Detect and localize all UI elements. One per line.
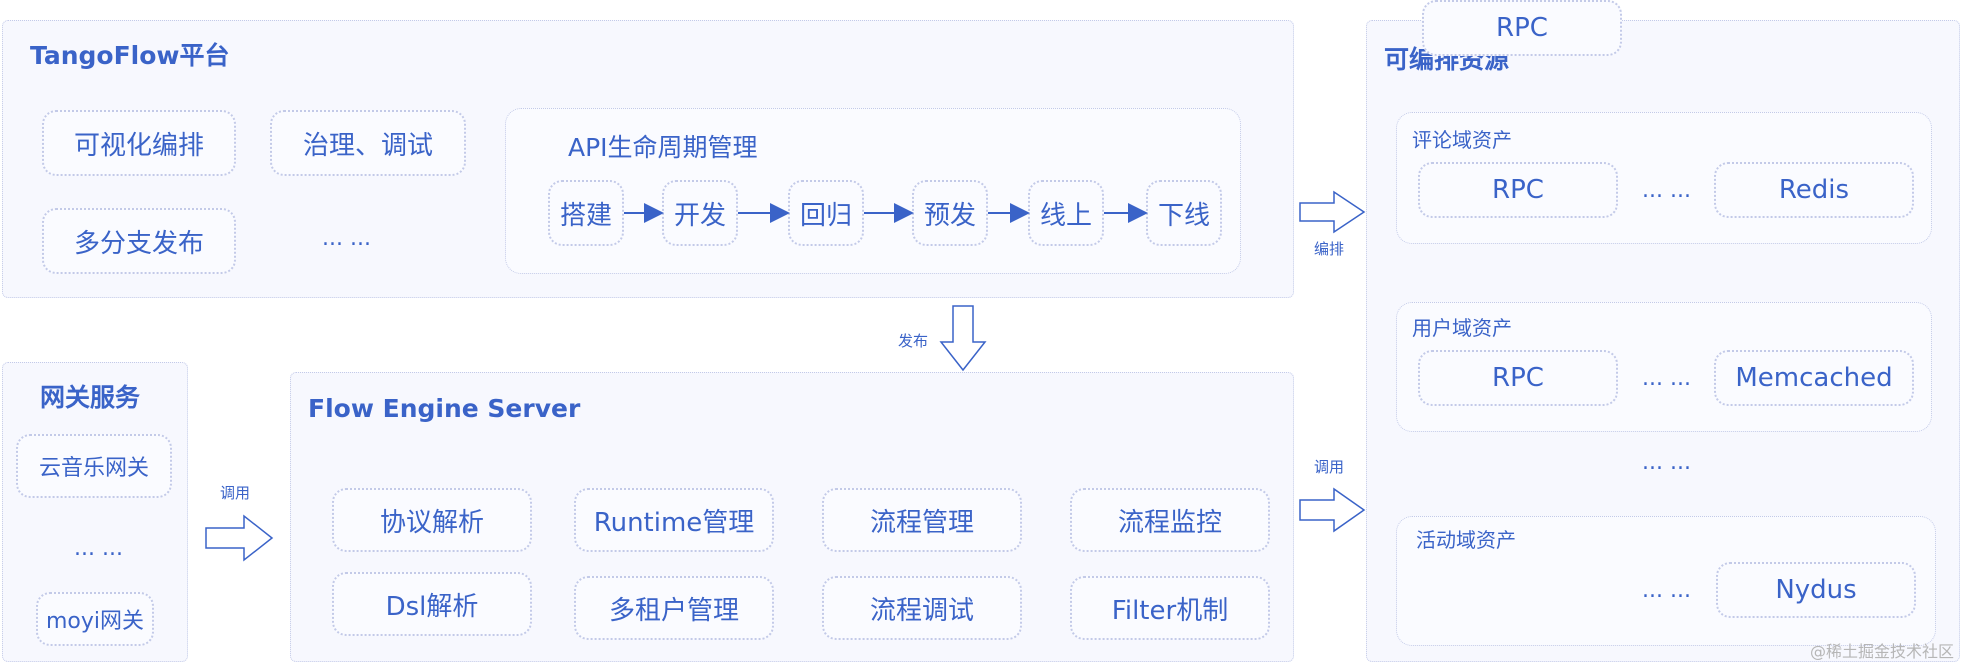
stage-pre-release[interactable]: 预发	[912, 180, 988, 246]
activity-ellipsis: ... ...	[1642, 578, 1691, 603]
module-flow-monitor[interactable]: 流程监控	[1070, 488, 1270, 552]
comment-ellipsis: ... ...	[1642, 178, 1691, 203]
invoke-left-label: 调用	[220, 484, 251, 502]
gateway-cloudmusic[interactable]: 云音乐网关	[16, 434, 172, 498]
feature-visual-orchestration[interactable]: 可视化编排	[42, 110, 236, 176]
stage-offline[interactable]: 下线	[1146, 180, 1222, 246]
activity-rpc[interactable]: RPC	[1422, 0, 1622, 56]
module-flow-manage[interactable]: 流程管理	[822, 488, 1022, 552]
orchestrate-label: 编排	[1314, 240, 1345, 258]
stage-regression[interactable]: 回归	[788, 180, 864, 246]
comment-rpc[interactable]: RPC	[1418, 162, 1618, 218]
invoke-right-label: 调用	[1314, 458, 1345, 476]
module-runtime-manage[interactable]: Runtime管理	[574, 488, 774, 552]
domain-comment-title: 评论域资产	[1412, 128, 1512, 152]
watermark: @稀土掘金技术社区	[1809, 642, 1954, 661]
invoke-left-arrow-icon	[205, 514, 274, 562]
tangoflow-title: TangoFlow平台	[30, 41, 230, 70]
feature-multi-branch-release[interactable]: 多分支发布	[42, 208, 236, 274]
module-protocol-parse[interactable]: 协议解析	[332, 488, 532, 552]
publish-arrow-icon	[939, 305, 987, 372]
module-filter-mechanism[interactable]: Filter机制	[1070, 576, 1270, 640]
feature-governance-debug[interactable]: 治理、调试	[270, 110, 466, 176]
gateway-moyi[interactable]: moyi网关	[36, 592, 154, 646]
orchestrate-arrow-icon	[1299, 190, 1366, 234]
user-rpc[interactable]: RPC	[1418, 350, 1618, 406]
stage-build[interactable]: 搭建	[548, 180, 624, 246]
domain-activity-title: 活动域资产	[1416, 528, 1516, 552]
lifecycle-title: API生命周期管理	[568, 133, 758, 162]
comment-redis[interactable]: Redis	[1714, 162, 1914, 218]
publish-label: 发布	[898, 332, 929, 350]
activity-nydus[interactable]: Nydus	[1716, 562, 1916, 618]
module-dsl-parse[interactable]: Dsl解析	[332, 572, 532, 636]
gateway-title: 网关服务	[40, 383, 141, 412]
invoke-right-arrow-icon	[1299, 487, 1366, 533]
user-memcached[interactable]: Memcached	[1714, 350, 1914, 406]
stage-develop[interactable]: 开发	[662, 180, 738, 246]
gateway-more-ellipsis: ... ...	[74, 536, 123, 561]
feature-more-ellipsis: ... ...	[322, 226, 371, 251]
lifecycle-panel	[505, 108, 1241, 274]
user-ellipsis: ... ...	[1642, 366, 1691, 391]
module-flow-debug[interactable]: 流程调试	[822, 576, 1022, 640]
domains-middle-ellipsis: ... ...	[1642, 450, 1691, 475]
module-multi-tenant[interactable]: 多租户管理	[574, 576, 774, 640]
stage-online[interactable]: 线上	[1028, 180, 1104, 246]
engine-title: Flow Engine Server	[308, 394, 581, 423]
domain-user-title: 用户域资产	[1412, 316, 1512, 340]
